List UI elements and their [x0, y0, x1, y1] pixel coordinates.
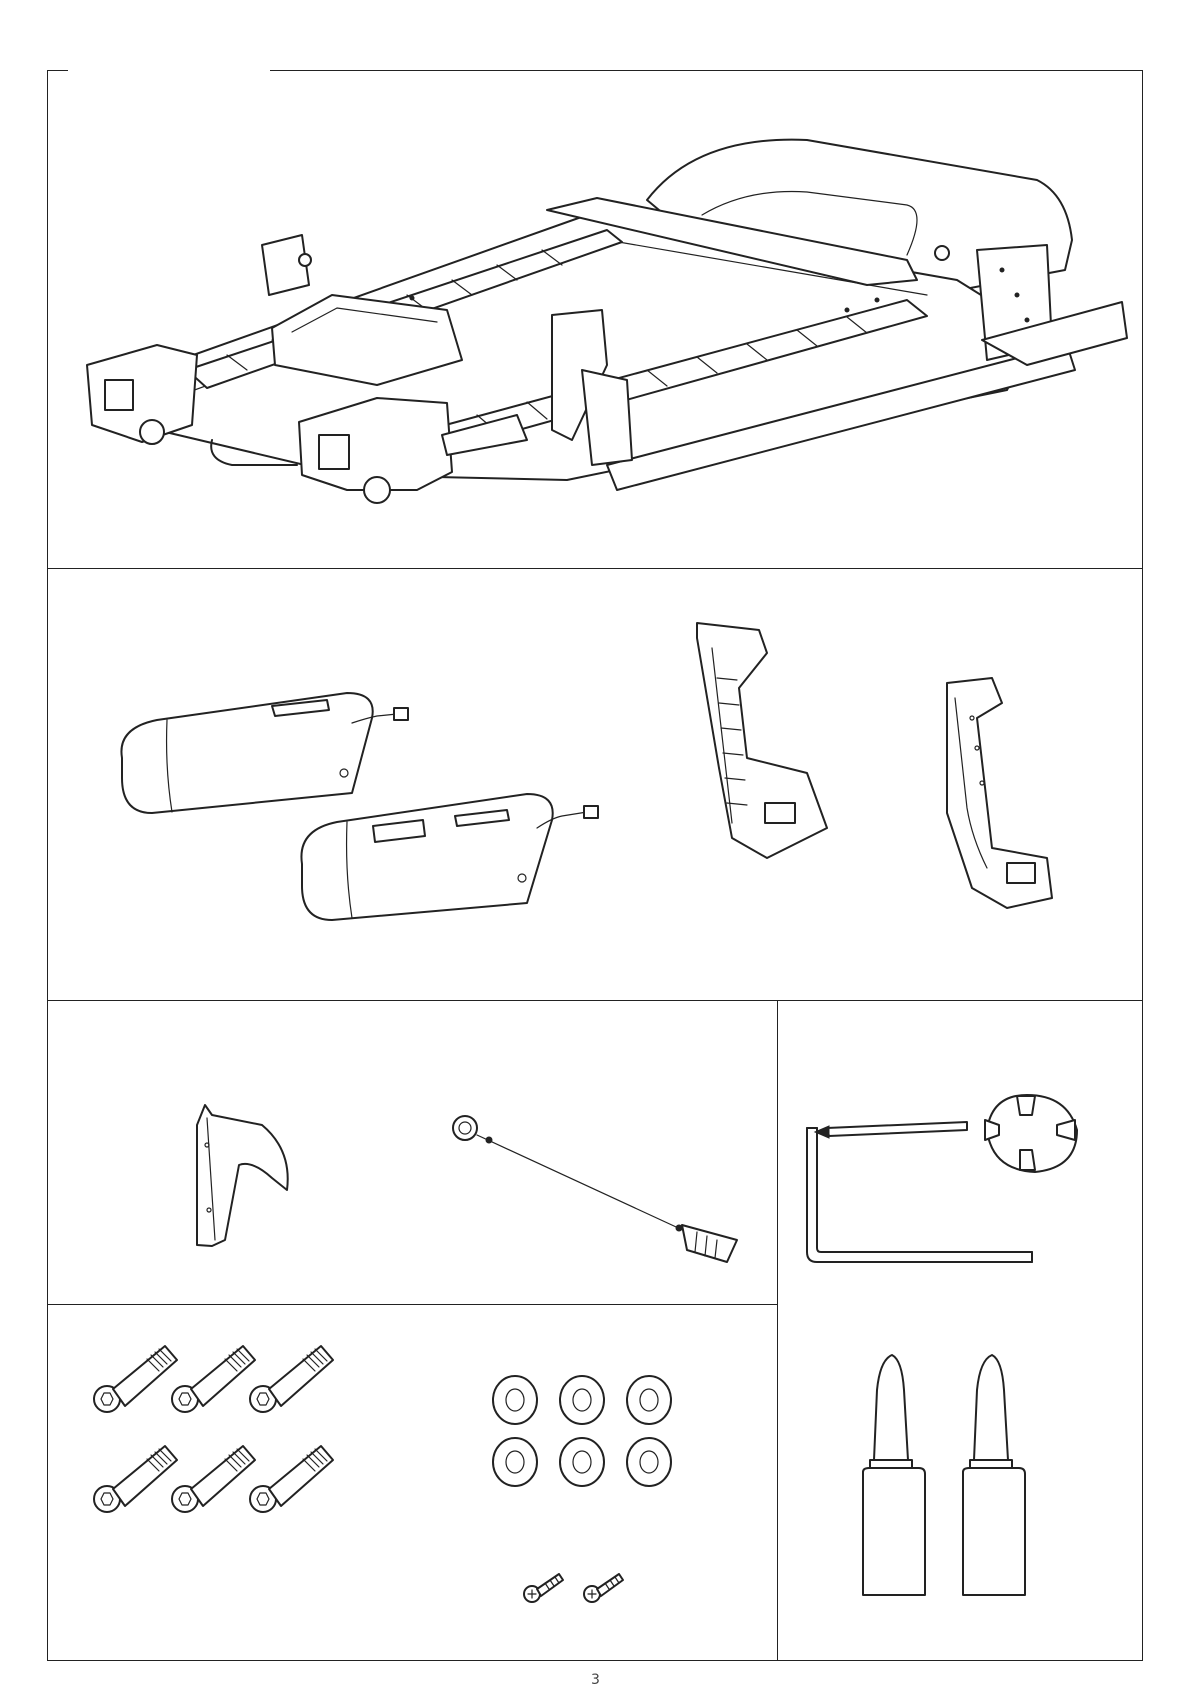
panel-hardware: [47, 1304, 778, 1661]
panel-tools: [777, 1000, 1143, 1660]
lubricant-bottles-drawing: [777, 1000, 1143, 1660]
page-number: 3: [0, 1672, 1191, 1688]
screws-drawing: [47, 1304, 778, 1661]
safety-key-drawing: [47, 1000, 778, 1304]
upright-right-drawing: [47, 568, 1143, 1000]
panel-arms-uprights: [47, 568, 1143, 1000]
panel-treadmill: [47, 70, 1143, 568]
treadmill-base-drawing: [47, 70, 1143, 568]
panel-cover-key: [47, 1000, 778, 1304]
